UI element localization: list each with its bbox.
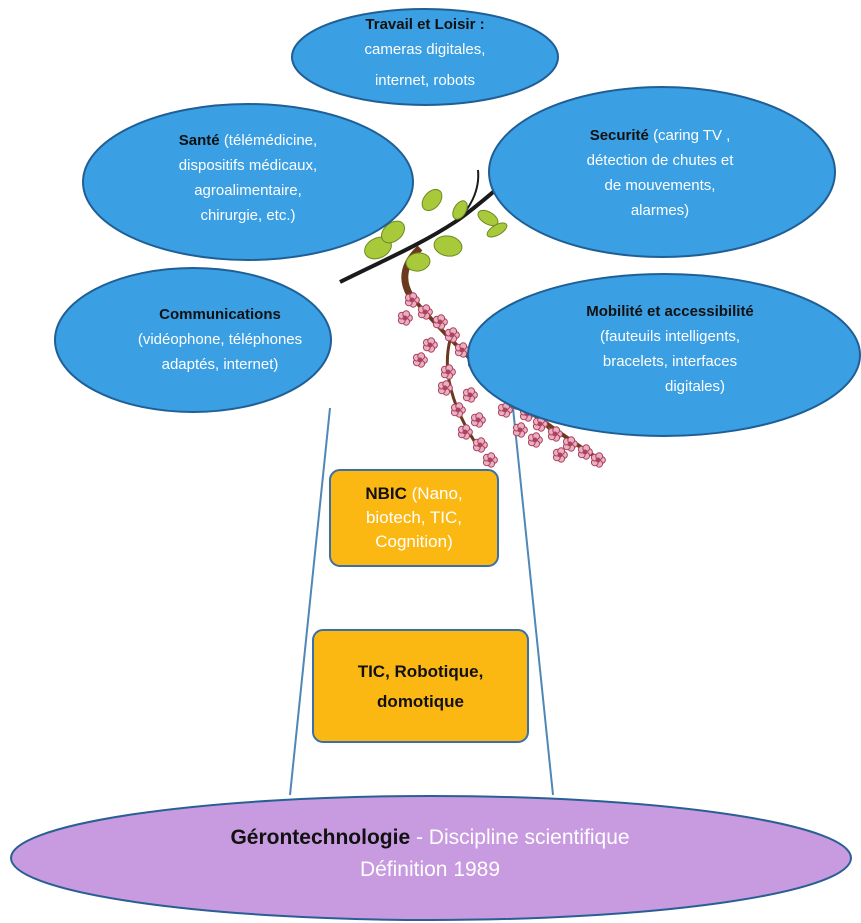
- node-travail-line-2: internet, robots: [374, 72, 476, 89]
- node-communications-title: Communications: [159, 306, 281, 323]
- node-sante-line-4: chirurgie, etc.): [200, 207, 296, 224]
- blossom-center: [417, 357, 423, 363]
- node-travail-text: Travail et Loisir : cameras digitales, i…: [300, 12, 550, 93]
- connector-right: [512, 407, 554, 796]
- base-text: Gérontechnologie - Discipline scientifiq…: [80, 822, 780, 886]
- node-travail-title: Travail et Loisir :: [365, 16, 485, 33]
- blossom-center: [455, 407, 461, 413]
- blossom-center: [557, 452, 563, 458]
- blossom-center: [595, 457, 601, 463]
- node-securite-line-3: de mouvements,: [604, 177, 716, 194]
- node-communications-line-1: (vidéophone, téléphones: [137, 331, 303, 348]
- node-nbic-line-1: (Nano,: [411, 484, 463, 503]
- node-securite-ellipse: [488, 86, 836, 258]
- blossom-center: [475, 417, 481, 423]
- node-mobilite-text: Mobilité et accessibilité (fauteuils int…: [540, 299, 800, 399]
- node-nbic-box: [329, 469, 499, 567]
- node-tic-line-1: TIC, Robotique,: [357, 662, 484, 681]
- blossom-center: [409, 297, 415, 303]
- blossom-center: [449, 332, 455, 338]
- node-mobilite-ellipse: [467, 273, 861, 437]
- connector-left: [289, 407, 331, 796]
- node-travail-line-1: cameras digitales,: [364, 41, 486, 58]
- node-nbic-title: NBIC: [365, 484, 407, 503]
- node-securite-text: Securité (caring TV , détection de chute…: [540, 123, 780, 223]
- blossom-center: [442, 385, 448, 391]
- node-communications-text: Communications (vidéophone, téléphones a…: [100, 302, 340, 377]
- node-sante-line-3: agroalimentaire,: [194, 182, 302, 199]
- base-title: Gérontechnologie: [230, 826, 411, 849]
- node-sante-ellipse: [82, 103, 414, 261]
- blossom-center: [445, 369, 451, 375]
- blossom-center: [567, 441, 573, 447]
- node-mobilite-line-1: (fauteuils intelligents,: [599, 328, 741, 345]
- node-sante-text: Santé (télémédicine, dispositifs médicau…: [120, 128, 376, 228]
- node-tic-text: TIC, Robotique, domotique: [313, 657, 528, 717]
- blossom-center: [462, 429, 468, 435]
- node-securite-line-4: alarmes): [630, 202, 690, 219]
- node-mobilite-line-3: digitales): [664, 378, 726, 395]
- node-communications-ellipse: [54, 267, 332, 413]
- blossom-center: [467, 392, 473, 398]
- node-sante-line-1: (télémédicine,: [223, 132, 318, 149]
- base-line-2: Définition 1989: [359, 858, 501, 881]
- blossom-center: [502, 407, 508, 413]
- node-tic-line-2: domotique: [377, 692, 464, 711]
- blossom-center: [422, 309, 428, 315]
- blossom-center: [459, 347, 465, 353]
- node-securite-title: Securité: [589, 127, 649, 144]
- blossom-center: [402, 315, 408, 321]
- blossom-center: [487, 457, 493, 463]
- node-mobilite-line-2: bracelets, interfaces: [602, 353, 738, 370]
- blossom-center: [537, 421, 543, 427]
- node-nbic-text: NBIC (Nano, biotech, TIC, Cognition): [330, 482, 498, 554]
- node-sante-title: Santé: [178, 132, 220, 149]
- blossom-center: [437, 319, 443, 325]
- node-securite-line-2: détection de chutes et: [586, 152, 734, 169]
- node-nbic-line-2: biotech, TIC,: [365, 508, 463, 527]
- blossom-center: [477, 442, 483, 448]
- node-mobilite-title: Mobilité et accessibilité: [586, 303, 754, 320]
- blossom-center: [552, 431, 558, 437]
- blossom-center: [532, 437, 538, 443]
- blossom-center: [427, 342, 433, 348]
- node-communications-line-2: adaptés, internet): [161, 356, 279, 373]
- blossom-center: [517, 427, 523, 433]
- node-sante-line-2: dispositifs médicaux,: [178, 157, 318, 174]
- base-ellipse: [10, 795, 852, 921]
- blossom-center: [582, 449, 588, 455]
- node-tic-box: [312, 629, 529, 743]
- node-travail-ellipse: [291, 8, 559, 106]
- base-subtitle: - Discipline scientifique: [415, 826, 630, 849]
- node-securite-line-1: (caring TV ,: [653, 127, 731, 144]
- node-nbic-line-3: Cognition): [375, 532, 453, 551]
